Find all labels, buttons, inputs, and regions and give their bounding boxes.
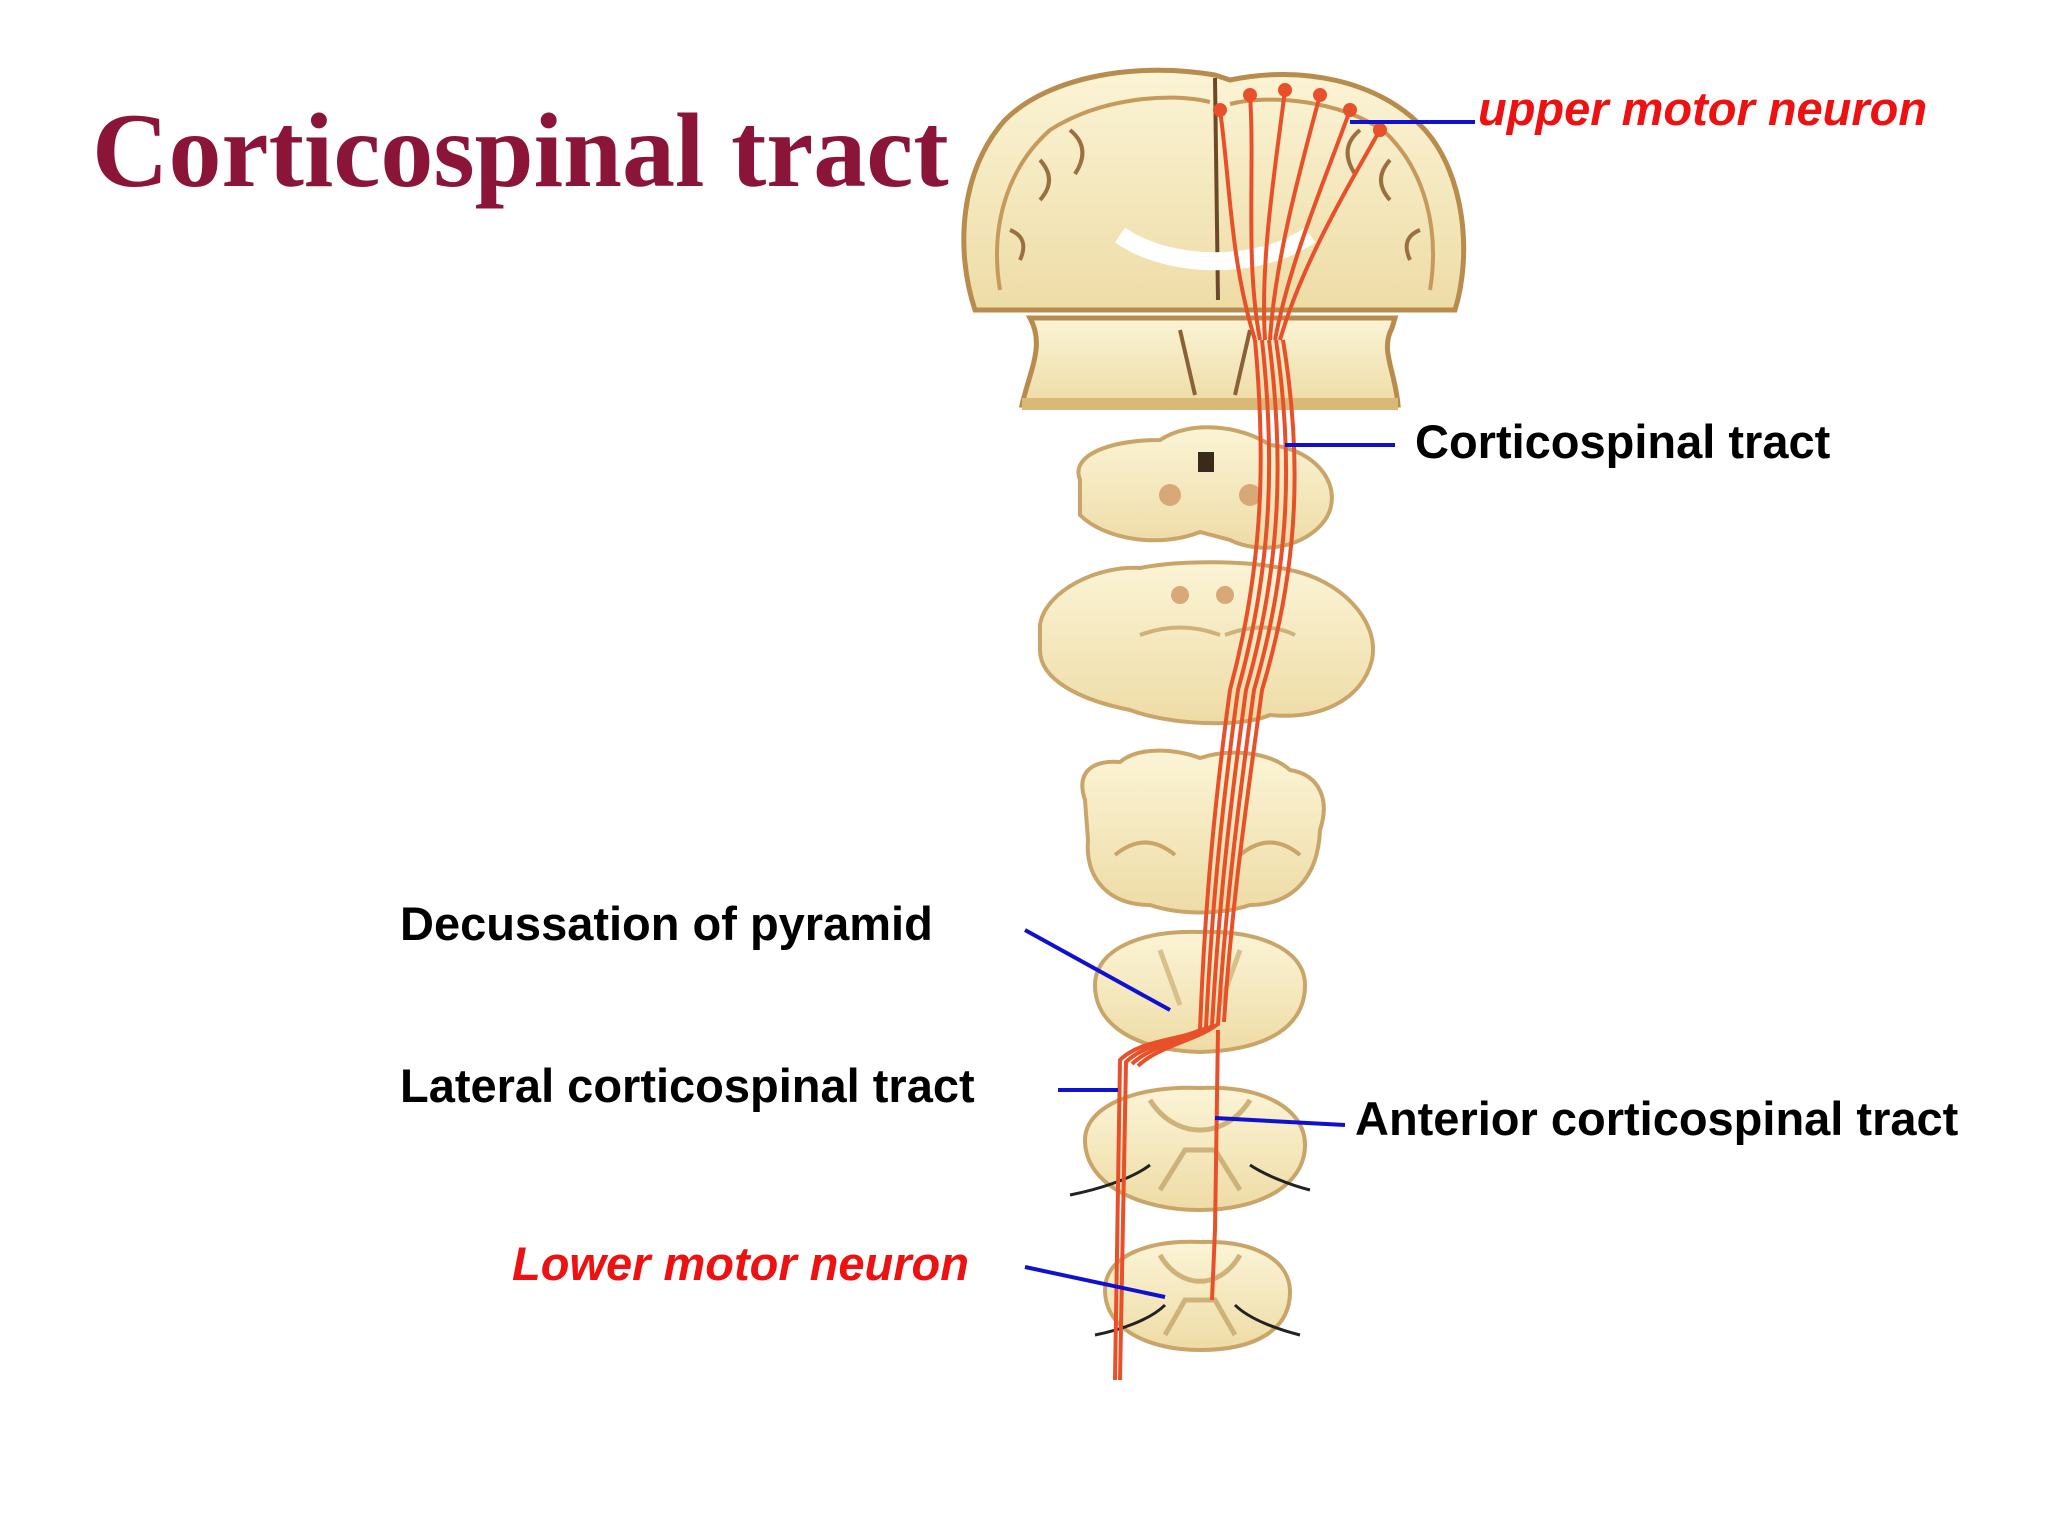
corticospinal-bundle — [1113, 339, 1297, 1381]
slide-title: Corticospinal tract — [92, 92, 949, 209]
label-corticospinal-tract: Corticospinal tract — [1415, 415, 1831, 468]
label-upper-motor-neuron: upper motor neuron — [1478, 82, 1928, 135]
label-lower-motor-neuron: Lower motor neuron — [512, 1237, 969, 1290]
cerebrum-section — [961, 67, 1467, 313]
spinal-cord-section-upper — [1069, 1085, 1311, 1213]
leader-lower-motor-neuron — [1024, 1265, 1166, 1299]
label-anterior-corticospinal-tract: Anterior corticospinal tract — [1355, 1092, 1959, 1145]
upper-motor-neuron-fibers — [1213, 83, 1387, 341]
pons-section — [1038, 560, 1376, 726]
label-decussation-of-pyramid: Decussation of pyramid — [400, 897, 933, 950]
spinal-cord-section-lower — [1094, 1239, 1301, 1353]
midbrain-slab — [1018, 315, 1401, 410]
medulla-section-upper — [1080, 748, 1326, 915]
leader-anterior-tract — [1214, 1116, 1346, 1127]
label-lateral-corticospinal-tract: Lateral corticospinal tract — [400, 1059, 975, 1112]
leader-lines — [1024, 120, 1475, 1299]
leader-decussation — [1024, 928, 1171, 1012]
